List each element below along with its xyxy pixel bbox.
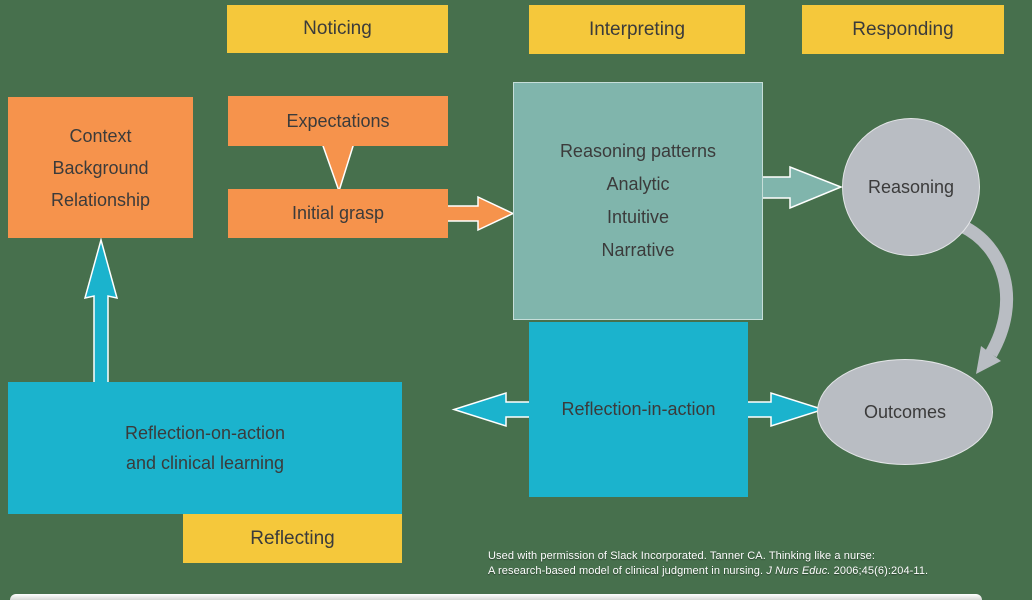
phase-label-interpreting: Interpreting [529, 5, 745, 54]
right-arrow-cyan-icon [745, 391, 826, 428]
reasoning-patterns-narrative: Narrative [601, 240, 675, 260]
right-arrow-orange-icon [445, 195, 515, 232]
phase-label-noticing-text: Noticing [303, 18, 372, 39]
phase-label-responding: Responding [802, 5, 1004, 54]
left-arrow-cyan-icon [451, 391, 532, 428]
phase-label-reflecting-text: Reflecting [250, 527, 335, 549]
initial-grasp-box: Initial grasp [228, 189, 448, 238]
reasoning-label: Reasoning [867, 176, 955, 197]
initial-grasp-label: Initial grasp [291, 203, 385, 223]
expectations-box: Expectations [228, 96, 448, 146]
context-background-relationship-box: Context Background Relationship [8, 97, 193, 238]
reflection-on-action-box: Reflection-on-action and clinical learni… [8, 382, 402, 514]
reasoning-patterns-analytic: Analytic [606, 174, 670, 194]
background-line: Background [52, 157, 149, 178]
curved-arrow-gray-icon [958, 220, 1013, 374]
outcomes-node: Outcomes [817, 359, 993, 465]
funnel-arrow-icon [320, 142, 356, 194]
up-arrow-cyan-icon [83, 237, 119, 385]
reflection-in-action-box: Reflection-in-action [529, 322, 748, 497]
phase-label-interpreting-text: Interpreting [588, 18, 686, 40]
reasoning-node: Reasoning [842, 118, 980, 256]
phase-label-noticing: Noticing [227, 5, 448, 53]
phase-label-reflecting: Reflecting [183, 514, 402, 563]
reasoning-patterns-intuitive: Intuitive [606, 207, 670, 227]
expectations-label: Expectations [286, 110, 390, 131]
outcomes-label: Outcomes [863, 401, 947, 422]
relationship-line: Relationship [50, 189, 151, 210]
reflection-in-action-label: Reflection-in-action [561, 399, 716, 419]
reflection-on-action-line2: and clinical learning [125, 453, 285, 473]
reflection-on-action-line1: Reflection-on-action [124, 423, 286, 443]
reasoning-patterns-title: Reasoning patterns [559, 141, 717, 161]
bottom-window-edge [10, 594, 982, 600]
citation-line2: A research-based model of clinical judgm… [488, 565, 929, 577]
right-arrow-teal-icon [759, 165, 844, 210]
citation-journal: J Nurs Educ. [766, 565, 831, 577]
reasoning-patterns-box: Reasoning patterns Analytic Intuitive Na… [513, 82, 763, 320]
context-line: Context [69, 125, 132, 146]
citation-line1: Used with permission of Slack Incorporat… [488, 550, 875, 562]
citation-text: Used with permission of Slack Incorporat… [488, 549, 1022, 579]
phase-label-responding-text: Responding [852, 18, 954, 40]
